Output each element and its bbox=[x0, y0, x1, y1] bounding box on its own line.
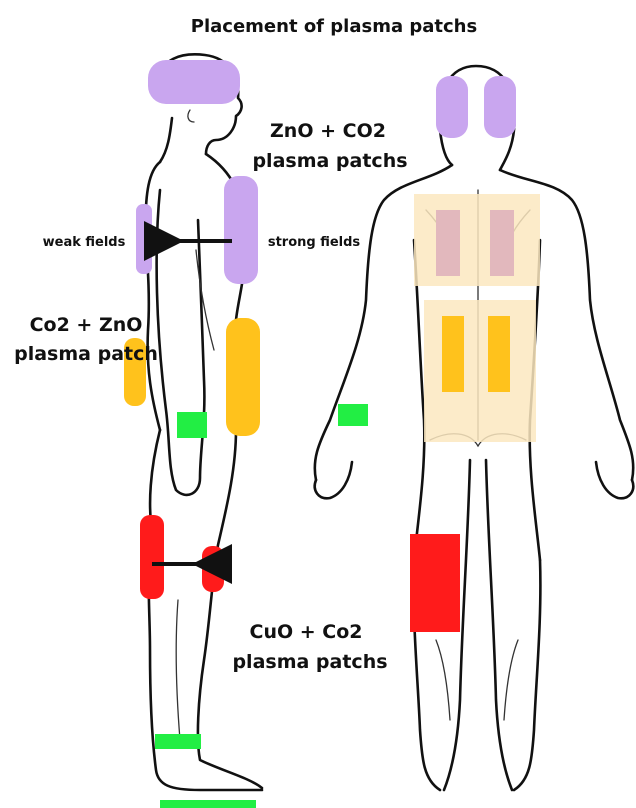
zno-co2-label-line2: plasma patchs bbox=[252, 150, 407, 172]
back-lower-zone bbox=[424, 300, 536, 442]
green-ankle-band bbox=[155, 734, 201, 749]
cuo-co2-label-line1: CuO + Co2 bbox=[250, 621, 363, 643]
green-wrist-band-back bbox=[338, 404, 368, 426]
back-upper-zone bbox=[414, 194, 540, 286]
co2-zno-waist-front-patch bbox=[226, 318, 260, 436]
cuo-co2-knee-back-patch-side bbox=[140, 515, 164, 599]
zno-co2-arm-patch bbox=[136, 204, 152, 274]
co2-zno-back-patch-right bbox=[488, 316, 510, 392]
green-wrist-band-side bbox=[177, 412, 207, 438]
cuo-co2-thigh-patch-back bbox=[410, 534, 460, 632]
diagram-title: Placement of plasma patchs bbox=[191, 16, 477, 37]
back-upper-strip-left bbox=[436, 210, 460, 276]
zno-co2-chest-patch bbox=[224, 176, 258, 284]
cuo-co2-knee-front-patch-side bbox=[202, 546, 224, 592]
zno-co2-head-patch-back-right bbox=[484, 76, 516, 138]
cuo-co2-label-line2: plasma patchs bbox=[232, 651, 387, 673]
co2-zno-label-line1: Co2 + ZnO bbox=[30, 314, 143, 336]
zno-co2-head-patch-side bbox=[148, 60, 240, 104]
back-upper-strip-right bbox=[490, 210, 514, 276]
co2-zno-back-patch-left bbox=[442, 316, 464, 392]
strong-fields-label: strong fields bbox=[268, 235, 361, 250]
green-foot-band bbox=[160, 800, 256, 808]
weak-fields-label: weak fields bbox=[43, 235, 126, 250]
co2-zno-label-line2: plasma patch bbox=[14, 343, 158, 365]
zno-co2-label-line1: ZnO + CO2 bbox=[270, 120, 386, 142]
zno-co2-head-patch-back-left bbox=[436, 76, 468, 138]
